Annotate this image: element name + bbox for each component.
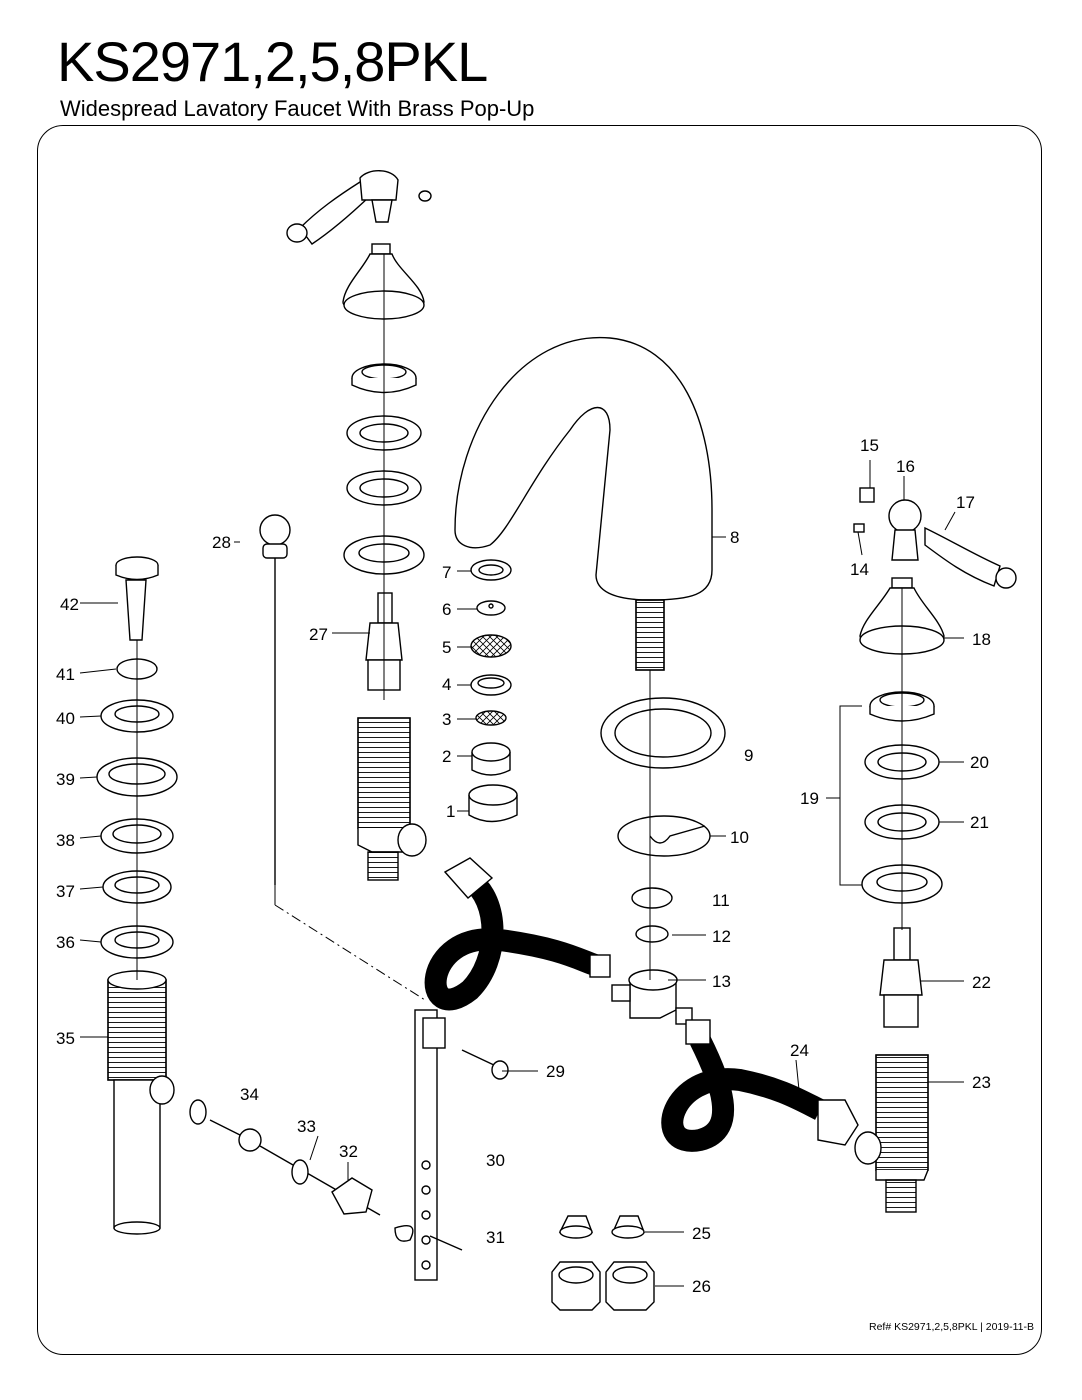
part-label-1: 1 [446, 802, 455, 821]
lift-rod [259, 514, 291, 885]
spout [454, 336, 713, 671]
part-label-6: 6 [442, 600, 451, 619]
part-label-33: 33 [297, 1117, 316, 1136]
part-label-8: 8 [730, 528, 739, 547]
right-supply-hose [661, 1019, 859, 1152]
part-label-2: 2 [442, 747, 451, 766]
part-label-7: 7 [442, 563, 451, 582]
part-label-34: 34 [240, 1085, 259, 1104]
part-label-23: 23 [972, 1073, 991, 1092]
part-label-18: 18 [972, 630, 991, 649]
part-label-4: 4 [442, 675, 451, 694]
part-label-11: 11 [712, 891, 730, 910]
left-lever-handle [286, 170, 432, 245]
part-labels: 1 2 3 4 5 6 7 8 9 10 11 12 13 14 15 16 1… [56, 436, 991, 1296]
spout-gasket [600, 697, 726, 769]
part-label-41: 41 [56, 665, 75, 684]
part-label-3: 3 [442, 710, 451, 729]
left-supply-hose [424, 857, 611, 1011]
compression-sleeves [558, 1215, 646, 1239]
part-label-22: 22 [972, 973, 991, 992]
part-label-35: 35 [56, 1029, 75, 1048]
pivot-rod-set [189, 1099, 381, 1216]
part-label-40: 40 [56, 709, 75, 728]
part-label-37: 37 [56, 882, 75, 901]
right-valve-cartridge [879, 927, 923, 1028]
part-label-29: 29 [546, 1062, 565, 1081]
pop-up-stopper [115, 556, 159, 641]
part-label-28: 28 [212, 533, 231, 552]
part-label-32: 32 [339, 1142, 358, 1161]
part-label-25: 25 [692, 1224, 711, 1243]
part-label-19: 19 [800, 789, 819, 808]
part-label-17: 17 [956, 493, 975, 512]
part-label-15: 15 [860, 436, 879, 455]
spout-nut-and-washer [631, 887, 673, 943]
part-label-10: 10 [730, 828, 749, 847]
part-label-14: 14 [850, 560, 869, 579]
part-label-39: 39 [56, 770, 75, 789]
part-label-9: 9 [744, 746, 753, 765]
part-label-5: 5 [442, 638, 451, 657]
reference-code: Ref# KS2971,2,5,8PKL | 2019-11-B [868, 1321, 1034, 1333]
part-label-30: 30 [486, 1151, 505, 1170]
part-label-16: 16 [896, 457, 915, 476]
left-valve-body [357, 717, 427, 881]
part-label-24: 24 [790, 1041, 809, 1060]
part-label-20: 20 [970, 753, 989, 772]
tee-connector [611, 969, 693, 1025]
leader-lines [79, 254, 964, 1287]
part-label-31: 31 [486, 1228, 505, 1247]
part-label-26: 26 [692, 1277, 711, 1296]
part-label-38: 38 [56, 831, 75, 850]
product-description: Widespread Lavatory Faucet With Brass Po… [60, 96, 535, 121]
extension-strap [394, 1009, 463, 1281]
part-label-21: 21 [970, 813, 989, 832]
part-label-27: 27 [309, 625, 328, 644]
right-lever-handle [853, 487, 1017, 589]
part-label-36: 36 [56, 933, 75, 952]
horseshoe-washer [617, 815, 711, 857]
part-label-42: 42 [60, 595, 79, 614]
model-title: KS2971,2,5,8PKL [57, 30, 488, 93]
drain-body [107, 970, 175, 1235]
strap-screw [461, 1049, 509, 1080]
compression-nuts [551, 1261, 655, 1311]
part-label-12: 12 [712, 927, 731, 946]
part-label-13: 13 [712, 972, 731, 991]
aerator-stack [468, 559, 518, 823]
right-valve-body [854, 1054, 929, 1213]
diagram-frame [37, 125, 1042, 1355]
